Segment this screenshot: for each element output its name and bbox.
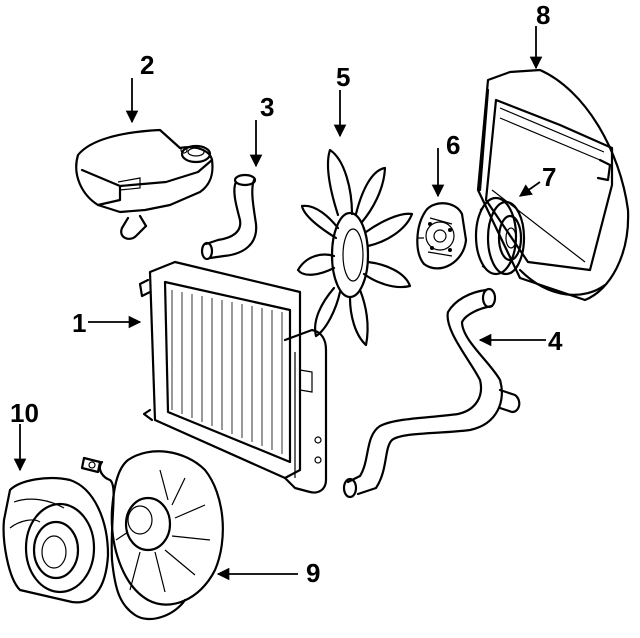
callout-1: 1 [72, 308, 86, 338]
electric-fan [80, 450, 224, 621]
lower-hose [342, 287, 521, 499]
callout-6: 6 [446, 130, 460, 160]
fan-cover [2, 476, 110, 604]
callout-2: 2 [140, 50, 154, 80]
leader-lines [13, 26, 546, 581]
callout-3: 3 [260, 92, 274, 122]
cooling-fan [296, 148, 414, 347]
callout-5: 5 [336, 62, 350, 92]
callout-9: 9 [306, 558, 320, 588]
callout-8: 8 [536, 0, 550, 30]
radiator [138, 260, 328, 494]
upper-hose [200, 173, 258, 261]
coolant-reservoir [75, 128, 214, 240]
callout-4: 4 [548, 326, 563, 356]
fan-shroud [476, 68, 630, 302]
callout-7: 7 [542, 162, 556, 192]
pulley [474, 196, 526, 276]
leader-7 [518, 181, 541, 197]
callout-labels: 1 2 3 4 5 6 7 8 9 10 [10, 0, 563, 588]
fan-clutch [416, 202, 468, 270]
callout-10: 10 [10, 398, 39, 428]
